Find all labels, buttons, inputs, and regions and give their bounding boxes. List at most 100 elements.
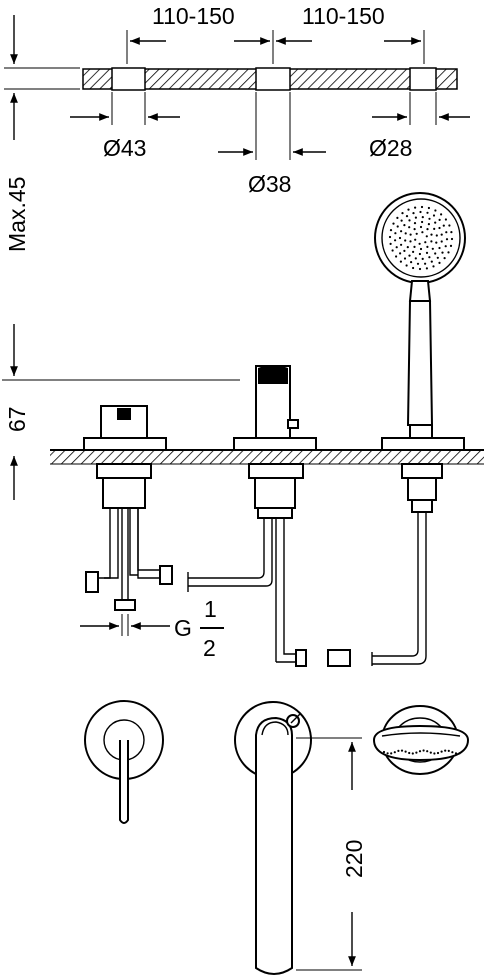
shower-handle: [406, 300, 434, 426]
spray-dot: [424, 241, 427, 244]
spray-dot: [400, 219, 403, 222]
spray-dot: [435, 241, 438, 244]
spray-dot: [430, 233, 433, 236]
spray-dot: [395, 246, 398, 249]
spray-dot: [418, 267, 422, 271]
spray-dot: [434, 221, 437, 224]
spray-dot: [405, 264, 408, 267]
spray-dot: [396, 216, 399, 219]
mixer-lever: [119, 740, 129, 824]
spray-dot: [442, 224, 445, 227]
spray-dot: [394, 232, 397, 235]
spray-dot: [411, 752, 414, 755]
spray-dot: [443, 257, 446, 260]
spray-dot: [416, 262, 420, 265]
spray-dot: [447, 749, 450, 753]
spray-dot: [421, 220, 424, 224]
spray-dot: [413, 222, 417, 225]
spray-dot: [440, 240, 443, 243]
spray-dot: [419, 247, 423, 251]
spray-dot: [427, 206, 430, 210]
spray-dot: [445, 238, 449, 241]
spray-dot: [412, 250, 415, 253]
spray-dot: [428, 256, 431, 259]
mixer-base: [83, 437, 167, 451]
spray-dot: [430, 240, 433, 243]
spray-dot: [408, 254, 411, 257]
spray-dot: [438, 218, 441, 221]
spray-dot: [454, 752, 458, 755]
spray-dot: [382, 750, 386, 754]
spray-dot: [449, 244, 453, 247]
spray-dot: [392, 222, 395, 225]
spray-dot: [451, 751, 454, 754]
spray-dot: [412, 266, 415, 270]
spray-dot: [388, 235, 392, 239]
spray-dots: [388, 205, 454, 271]
spray-dot: [436, 751, 440, 755]
spray-dot: [450, 231, 453, 234]
spray-dot: [413, 245, 416, 248]
spray-dot: [410, 261, 413, 264]
spray-dot: [426, 245, 429, 248]
spray-dot: [408, 751, 411, 755]
hole-center: [255, 67, 291, 91]
spray-dot: [444, 245, 447, 248]
spray-dot: [391, 249, 394, 252]
spray-dot: [421, 231, 424, 234]
spray-dot: [397, 749, 400, 753]
shower-holder-base: [381, 437, 465, 451]
spout-outlet: [258, 365, 288, 384]
spray-dot: [418, 242, 421, 245]
spray-dot: [441, 251, 444, 254]
spray-dot: [432, 214, 436, 217]
spray-dot: [399, 260, 402, 263]
spray-dot: [458, 752, 461, 755]
spray-dot: [444, 218, 447, 221]
spray-dot: [414, 216, 417, 219]
spray-dot: [445, 231, 448, 234]
spray-dot: [407, 208, 410, 211]
dim-dia-right: Ø28: [369, 135, 412, 161]
spray-dot: [433, 227, 436, 230]
hole-left: [111, 67, 146, 91]
spray-dot: [425, 235, 428, 238]
spray-dot: [420, 205, 424, 209]
spray-dot: [398, 236, 402, 240]
spray-dot: [415, 751, 418, 754]
spray-dot: [413, 228, 416, 231]
spray-dot: [434, 252, 437, 255]
spray-dot: [403, 249, 406, 252]
spray-dot: [393, 751, 396, 754]
spray-dot: [400, 230, 403, 233]
dim-spacing-left: 110-150: [152, 3, 235, 29]
spray-dot: [414, 257, 417, 260]
spray-dot: [403, 224, 406, 227]
spray-dot: [400, 749, 404, 752]
spray-dot: [426, 750, 429, 753]
spray-dot: [421, 257, 424, 260]
spray-dot: [431, 247, 434, 250]
dim-thread-den: 2: [203, 635, 216, 661]
spray-dot: [400, 243, 403, 246]
spray-dot: [396, 225, 399, 228]
spray-dot: [438, 261, 441, 264]
dim-thread-num: 1: [204, 596, 217, 622]
dim-height-67: 67: [4, 406, 30, 432]
dim-max-deck: Max.45: [4, 177, 30, 252]
spray-dot: [436, 256, 439, 259]
front-view: 220: [84, 700, 470, 975]
spray-dot: [418, 252, 421, 256]
spray-dot: [438, 226, 441, 230]
spray-dot: [438, 246, 441, 250]
spray-dot: [424, 262, 427, 265]
spray-dot: [425, 251, 429, 254]
spray-dot: [435, 234, 438, 237]
spray-dot: [440, 213, 443, 216]
spray-dot: [412, 212, 415, 215]
spray-dot: [426, 228, 429, 231]
spray-dot: [414, 206, 417, 209]
spray-dot: [447, 251, 450, 254]
spray-dot: [433, 752, 436, 755]
